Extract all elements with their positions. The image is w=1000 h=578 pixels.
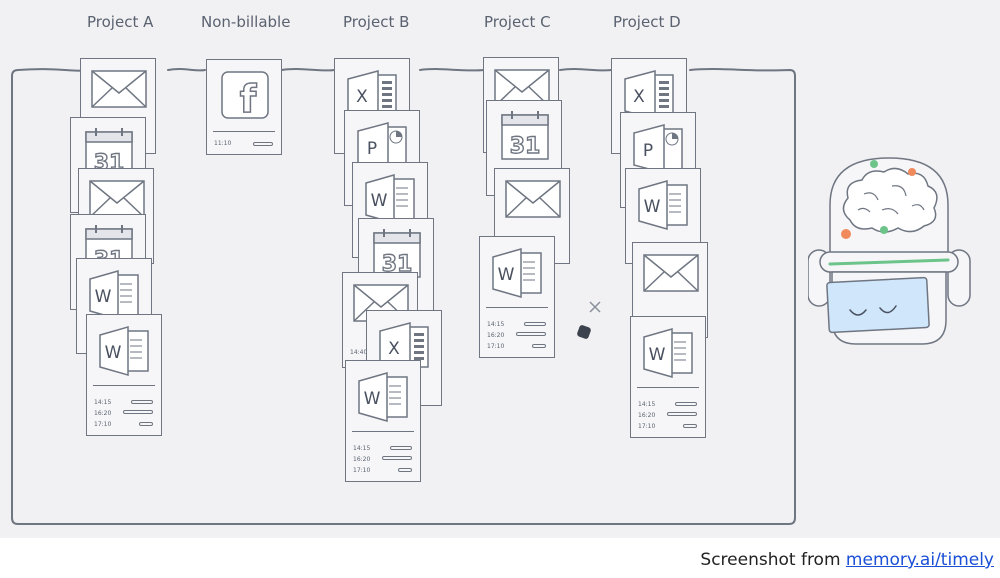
activity-card-facebook: f 11:10 bbox=[206, 59, 282, 155]
calendar-icon: 31 bbox=[501, 111, 549, 160]
activity-card-word-summary: W 14:15 16:20 17:10 bbox=[86, 314, 162, 436]
svg-text:W: W bbox=[105, 343, 122, 363]
column-label-project-d: Project D bbox=[613, 13, 681, 31]
excel-doc-icon: X bbox=[379, 322, 429, 372]
svg-text:P: P bbox=[643, 141, 653, 161]
svg-text:P: P bbox=[367, 139, 377, 159]
envelope-icon bbox=[91, 70, 147, 108]
column-label-project-c: Project C bbox=[484, 13, 551, 31]
duration-bar bbox=[139, 422, 153, 426]
credit-prefix: Screenshot from bbox=[700, 550, 846, 570]
time-entry: 14:15 bbox=[638, 401, 656, 408]
duration-bar bbox=[532, 344, 546, 348]
activity-card-calendar: 31 bbox=[358, 218, 434, 314]
time-entry: 16:20 bbox=[353, 456, 371, 463]
svg-text:W: W bbox=[364, 389, 381, 409]
word-doc-icon: W bbox=[643, 328, 693, 378]
duration-bar bbox=[398, 468, 412, 472]
duration-bar bbox=[131, 400, 153, 404]
svg-text:W: W bbox=[498, 265, 515, 285]
ai-robot-illustration bbox=[808, 157, 971, 345]
duration-bar bbox=[683, 424, 697, 428]
activity-card-word-summary: W 14:15 16:20 17:10 bbox=[345, 360, 421, 482]
duration-bar bbox=[667, 412, 697, 416]
powerpoint-doc-icon: P bbox=[357, 122, 407, 172]
duration-bar bbox=[675, 402, 697, 406]
drag-cursor-icon bbox=[577, 301, 601, 339]
svg-text:W: W bbox=[95, 287, 112, 307]
time-entry: 16:20 bbox=[94, 410, 112, 417]
powerpoint-doc-icon: P bbox=[633, 124, 683, 174]
time-entry: 17:10 bbox=[487, 343, 505, 350]
screenshot-credit: Screenshot from memory.ai/timely bbox=[700, 550, 994, 570]
time-entry: 11:10 bbox=[214, 140, 232, 147]
activity-card-word-summary: W 14:15 16:20 17:10 bbox=[630, 316, 706, 438]
envelope-icon bbox=[643, 254, 699, 292]
svg-text:31: 31 bbox=[510, 134, 541, 159]
activity-card-word: W bbox=[352, 162, 428, 258]
envelope-icon bbox=[89, 180, 145, 218]
excel-doc-icon: X bbox=[347, 70, 397, 120]
svg-text:f: f bbox=[240, 77, 257, 121]
svg-text:W: W bbox=[371, 191, 388, 211]
duration-bar bbox=[516, 332, 546, 336]
time-entry: 14:15 bbox=[487, 321, 505, 328]
word-doc-icon: W bbox=[638, 180, 688, 230]
time-entry: 14:15 bbox=[353, 445, 371, 452]
column-label-non-billable: Non-billable bbox=[201, 13, 291, 31]
timeline-illustration: Project A Non-billable Project B Project… bbox=[0, 0, 1000, 538]
column-label-project-b: Project B bbox=[343, 13, 410, 31]
svg-text:X: X bbox=[633, 87, 645, 107]
duration-bar bbox=[253, 142, 273, 146]
credit-link[interactable]: memory.ai/timely bbox=[845, 550, 994, 570]
duration-bar bbox=[524, 322, 546, 326]
time-entry: 17:10 bbox=[94, 421, 112, 428]
time-entry: 17:10 bbox=[638, 423, 656, 430]
time-entry: 16:20 bbox=[487, 332, 505, 339]
word-doc-icon: W bbox=[99, 326, 149, 376]
word-doc-icon: W bbox=[365, 174, 415, 224]
time-entry: 14:40 bbox=[350, 349, 368, 356]
duration-bar bbox=[390, 446, 412, 450]
calendar-icon: 31 bbox=[373, 229, 421, 278]
envelope-icon bbox=[505, 180, 561, 218]
svg-text:X: X bbox=[356, 87, 368, 107]
duration-bar bbox=[123, 410, 153, 414]
facebook-icon: f bbox=[221, 71, 269, 122]
word-doc-icon: W bbox=[89, 270, 139, 320]
svg-text:W: W bbox=[649, 345, 666, 365]
activity-card-word-summary: W 14:15 16:20 17:10 bbox=[479, 236, 555, 358]
time-entry: 16:20 bbox=[638, 412, 656, 419]
svg-text:W: W bbox=[644, 197, 661, 217]
time-entry: 17:10 bbox=[353, 467, 371, 474]
time-entry: 14:15 bbox=[94, 399, 112, 406]
duration-bar bbox=[382, 456, 412, 460]
column-label-project-a: Project A bbox=[87, 13, 154, 31]
word-doc-icon: W bbox=[358, 372, 408, 422]
word-doc-icon: W bbox=[492, 248, 542, 298]
timeline-frame bbox=[11, 68, 796, 525]
svg-text:X: X bbox=[388, 339, 400, 359]
